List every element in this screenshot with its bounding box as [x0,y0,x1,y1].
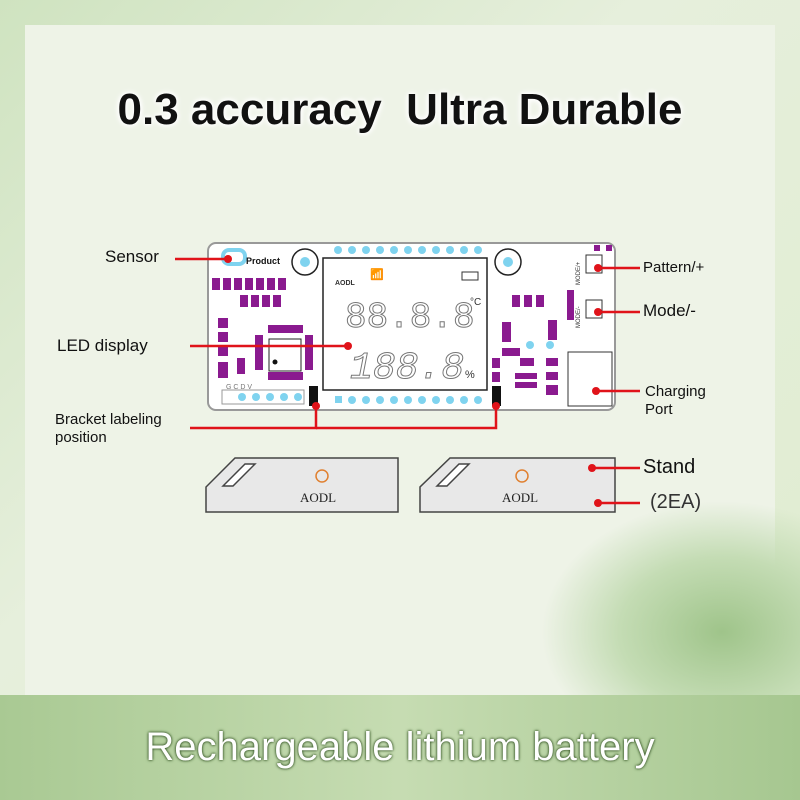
lcd-brand: AODL [335,280,356,287]
callout-lines [175,257,640,505]
mode-plus-text: MODE/+ [576,261,582,285]
mode-label: Mode/- [643,301,696,320]
charging-label-line1: Charging [645,383,706,400]
charging-label-line2: Port [645,401,673,418]
mode-minus-text: MODE/- [576,306,582,328]
hum-unit: % [465,369,475,381]
sensor-label: Sensor [105,247,159,266]
quantity-label: (2EA) [650,491,702,513]
stand-brand-2: AODL [502,490,538,505]
headline: 0.3 accuracy Ultra Durable [117,85,683,134]
lcd-bottom-digits: 188.8 [350,347,464,390]
svg-text:📶: 📶 [370,268,384,281]
led-display-label: LED display [57,336,148,355]
pattern-label: Pattern/+ [643,259,705,276]
lcd-top-digits: 88.8.8 [345,297,475,338]
bracket-label-line2: position [55,429,107,446]
footer-band [0,695,800,800]
plant-blur [540,500,800,720]
lcd-screen: 📶 88.8.8 °C 188.8 % AODL [322,257,488,391]
bracket-label-line1: Bracket labeling [55,411,162,428]
stand-label: Stand [643,456,696,478]
temp-unit: °C [470,297,481,308]
footer-text: Rechargeable lithium battery [145,725,655,769]
pin-labels: G C D V [226,384,252,391]
stand-brand-1: AODL [300,490,336,505]
product-text: Product [246,256,280,266]
stands [205,457,616,513]
